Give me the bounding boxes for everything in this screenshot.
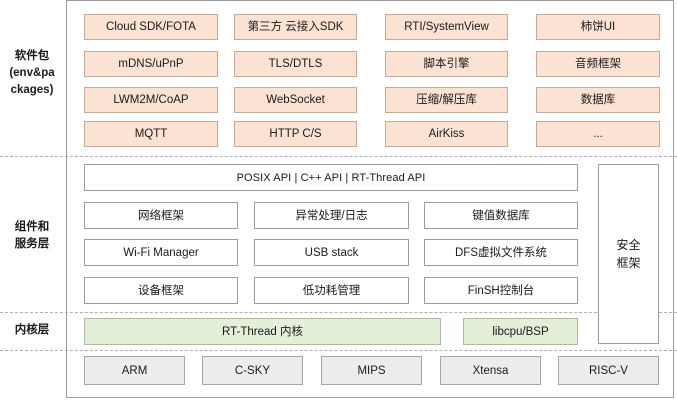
arch-box: Xtensa <box>440 356 541 385</box>
component-box: Wi-Fi Manager <box>84 239 238 266</box>
components-label-line: 组件和 <box>14 221 50 233</box>
kernel-divider <box>0 350 677 351</box>
package-box: 第三方 云接入SDK <box>234 14 357 40</box>
package-box: LWM2M/CoAP <box>84 87 218 113</box>
package-box: mDNS/uPnP <box>84 51 218 77</box>
kernel-core-box: RT-Thread 内核 <box>84 318 441 345</box>
package-box: 音频框架 <box>536 51 660 77</box>
package-box: RTI/SystemView <box>385 14 508 40</box>
package-box: Cloud SDK/FOTA <box>84 14 218 40</box>
security-framework-label: 安全框架 <box>616 238 641 270</box>
component-box: 键值数据库 <box>424 202 578 229</box>
component-box: FinSH控制台 <box>424 277 578 304</box>
component-box: 异常处理/日志 <box>254 202 409 229</box>
components-layer-label: 组件和 服务层 <box>0 219 64 253</box>
component-box: DFS虚拟文件系统 <box>424 239 578 266</box>
kernel-layer-label: 内核层 <box>14 324 50 336</box>
packages-layer-label: 软件包 (env&pa ckages) <box>0 48 64 99</box>
package-box: TLS/DTLS <box>234 51 357 77</box>
api-bar: POSIX API | C++ API | RT-Thread API <box>84 164 578 191</box>
architecture-frame <box>66 0 674 398</box>
components-label-line: 服务层 <box>14 238 50 250</box>
package-box: AirKiss <box>385 121 508 147</box>
packages-label-line: 软件包 <box>14 50 50 62</box>
arch-box: ARM <box>84 356 185 385</box>
arch-box: RISC-V <box>558 356 659 385</box>
components-divider <box>0 312 677 313</box>
component-box: USB stack <box>254 239 409 266</box>
packages-label-line: ckages) <box>10 84 54 96</box>
arch-box: C-SKY <box>202 356 303 385</box>
arch-box: MIPS <box>321 356 422 385</box>
package-box: 柿饼UI <box>536 14 660 40</box>
package-box: ... <box>536 121 660 147</box>
package-box: HTTP C/S <box>234 121 357 147</box>
package-box: 压缩/解压库 <box>385 87 508 113</box>
packages-label-line: (env&pa <box>9 67 55 79</box>
package-box: WebSocket <box>234 87 357 113</box>
security-framework-box: 安全框架 <box>598 164 659 344</box>
component-box: 设备框架 <box>84 277 238 304</box>
package-box: MQTT <box>84 121 218 147</box>
libcpu-bsp-box: libcpu/BSP <box>463 318 578 345</box>
component-box: 低功耗管理 <box>254 277 409 304</box>
package-box: 脚本引擎 <box>385 51 508 77</box>
packages-divider <box>0 156 677 157</box>
component-box: 网络框架 <box>84 202 238 229</box>
package-box: 数据库 <box>536 87 660 113</box>
